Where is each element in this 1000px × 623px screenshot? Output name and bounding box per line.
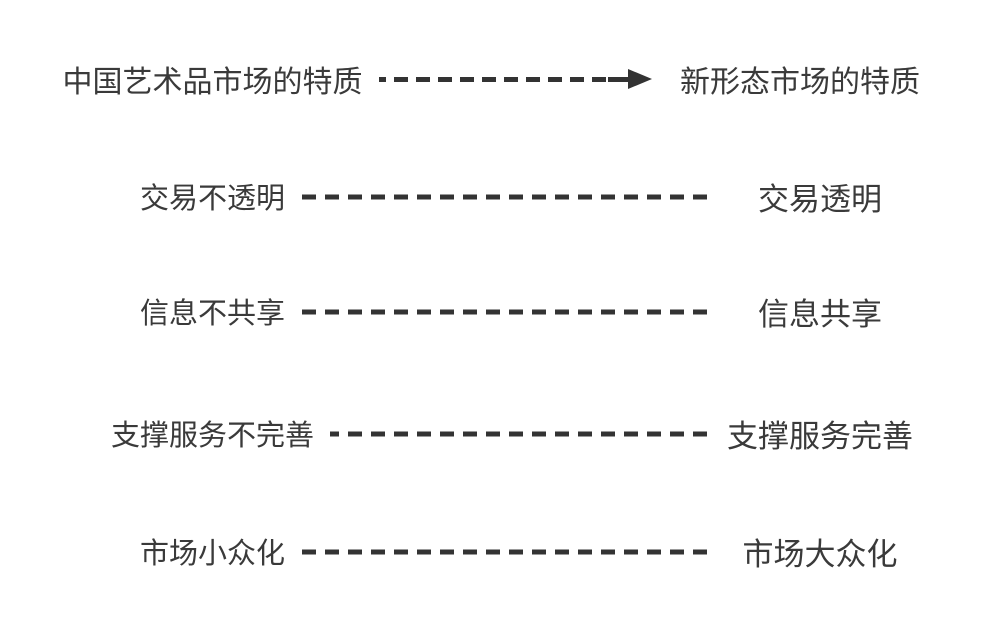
comparison-row-market-reach: 市场小众化 市场大众化 [0,524,1000,578]
arrow-head-icon [628,69,652,89]
old-trait-label: 交易不透明 [123,175,301,217]
old-market-title: 中国艺术品市场的特质 [46,57,379,101]
dashed-connector [302,549,716,555]
comparison-row-transparency: 交易不透明 交易透明 [0,169,1000,223]
new-trait-label: 信息共享 [742,288,898,334]
old-trait-zone: 交易不透明 [35,169,390,223]
dashed-connector [302,309,716,315]
old-market-title-zone: 中国艺术品市场的特质 [35,52,390,106]
old-trait-label: 市场小众化 [123,530,301,572]
dashed-connector [302,431,716,437]
new-trait-zone: 市场大众化 [695,524,945,578]
title-row: 中国艺术品市场的特质 新形态市场的特质 [0,52,1000,106]
old-trait-zone: 支撑服务不完善 [35,406,390,460]
old-trait-label: 信息不共享 [123,290,301,332]
arrow-dashed-line [372,76,608,82]
comparison-row-services: 支撑服务不完善 支撑服务完善 [0,406,1000,460]
new-trait-zone: 信息共享 [695,284,945,338]
old-trait-zone: 市场小众化 [35,524,390,578]
new-market-title-zone: 新形态市场的特质 [660,52,940,106]
dashed-connector [302,194,716,200]
new-trait-zone: 支撑服务完善 [695,406,945,460]
new-trait-label: 市场大众化 [726,528,914,574]
comparison-row-information: 信息不共享 信息共享 [0,284,1000,338]
new-market-title: 新形态市场的特质 [664,57,936,101]
new-trait-label: 交易透明 [742,173,898,219]
old-trait-zone: 信息不共享 [35,284,390,338]
new-trait-label: 支撑服务完善 [711,410,929,456]
old-trait-label: 支撑服务不完善 [94,412,330,454]
transition-arrow-icon [372,52,652,106]
arrow-solid-segment [608,76,628,82]
new-trait-zone: 交易透明 [695,169,945,223]
